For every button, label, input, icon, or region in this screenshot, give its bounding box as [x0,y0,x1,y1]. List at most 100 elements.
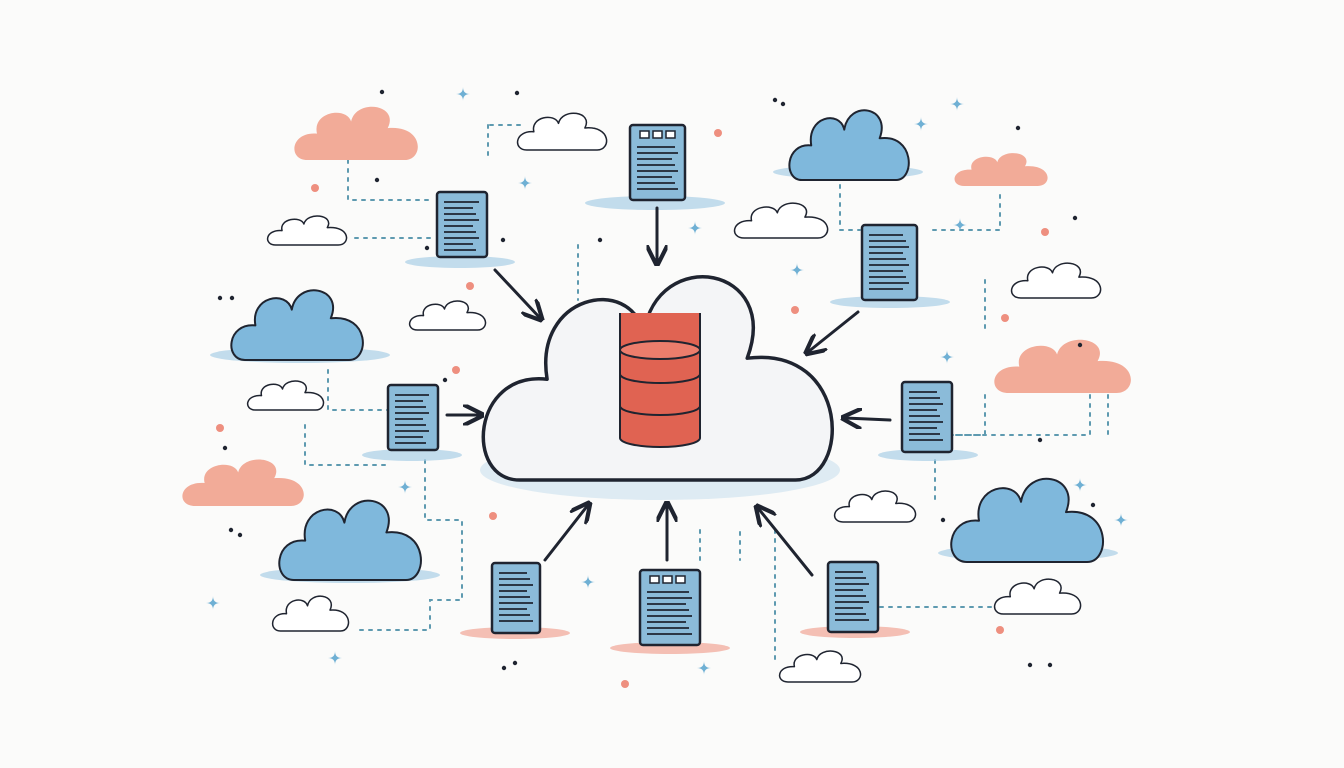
dot-icon [311,184,319,192]
sparkle-icon [790,263,804,277]
shadow [830,296,950,308]
dot-icon [996,626,1004,634]
document-server-icon [628,123,687,202]
white-cloud-icon [779,650,862,683]
dot-icon [1090,502,1096,508]
blue-cloud-icon [278,499,422,581]
dashed-line [949,394,1109,441]
decorations [206,87,1128,688]
pink-cloud-icon [182,459,304,506]
dot-icon [597,237,603,243]
white-cloud-icon [267,215,348,246]
dashed-connectors [304,124,1109,661]
dot-icon [1041,228,1049,236]
dot-icon [489,512,497,520]
dot-icon [237,532,243,538]
dot-icon [514,90,520,96]
dashed-line [699,529,741,561]
dashed-line [839,184,861,231]
dot-icon [500,237,506,243]
arrow-icon [808,310,860,352]
sparkle-icon [697,661,711,675]
database-top [619,340,701,360]
sparkle-icon [940,350,954,364]
sparkle-icon [581,575,595,589]
dot-icon [424,245,430,251]
dot-icon [1077,342,1083,348]
sparkle-icon [953,218,967,232]
dot-icon [228,527,234,533]
white-cloud-icon [834,490,917,523]
document-slot [662,575,673,584]
sparkle-icon [328,651,342,665]
sparkle-icon [688,221,702,235]
document-slot [649,575,660,584]
document-slot [665,130,676,139]
dot-icon [1001,314,1009,322]
sparkle-icon [518,176,532,190]
dot-icon [1037,437,1043,443]
white-cloud-icon [247,380,325,411]
document-slot [652,130,663,139]
dot-icon [217,295,223,301]
blue-cloud-icon [950,477,1104,563]
white-cloud-icon [733,202,829,239]
dot-icon [621,680,629,688]
dot-icon [940,517,946,523]
white-cloud-icon [272,595,350,632]
dot-icon [780,101,786,107]
dot-icon [772,97,778,103]
sparkle-icon [1073,478,1087,492]
dashed-line [347,159,431,201]
background-clouds [182,106,1131,683]
dashed-line [487,124,521,161]
dot-icon [442,377,448,383]
dot-icon [379,89,385,95]
dot-icon [222,445,228,451]
dashed-line [949,279,986,436]
blue-cloud-icon [230,289,364,361]
arrow-icon [543,505,588,562]
dot-icon [512,660,518,666]
dot-icon [466,282,474,290]
sparkle-icon [456,87,470,101]
sparkle-icon [206,596,220,610]
dot-icon [374,177,380,183]
dot-icon [501,665,507,671]
document-server-icon [638,568,702,647]
arrow-icon [845,418,892,420]
document-servers [386,123,954,647]
shadow [362,449,462,461]
database-icon [619,313,701,448]
document-slot [675,575,686,584]
dot-icon [216,424,224,432]
shadow [585,196,725,210]
document-server-icon [860,223,919,302]
sparkle-icon [398,480,412,494]
pink-cloud-icon [954,153,1048,186]
dashed-line [304,424,389,466]
dashed-line [929,194,1001,231]
dot-icon [229,295,235,301]
dot-icon [1027,662,1033,668]
arrows [445,206,892,577]
dashed-line [327,369,389,411]
white-cloud-icon [516,112,608,151]
dot-icon [1047,662,1053,668]
blue-cloud-icon [788,109,910,181]
pink-cloud-icon [994,339,1131,393]
white-cloud-icon [1010,262,1102,299]
sparkle-icon [950,97,964,111]
dot-icon [714,129,722,137]
dot-icon [1015,125,1021,131]
sparkle-icon [914,117,928,131]
white-cloud-icon [409,300,487,331]
dot-icon [791,306,799,314]
document-slot [639,130,650,139]
dot-icon [1072,215,1078,221]
white-cloud-icon [993,578,1082,615]
shadow [405,256,515,268]
arrow-icon [758,508,814,577]
